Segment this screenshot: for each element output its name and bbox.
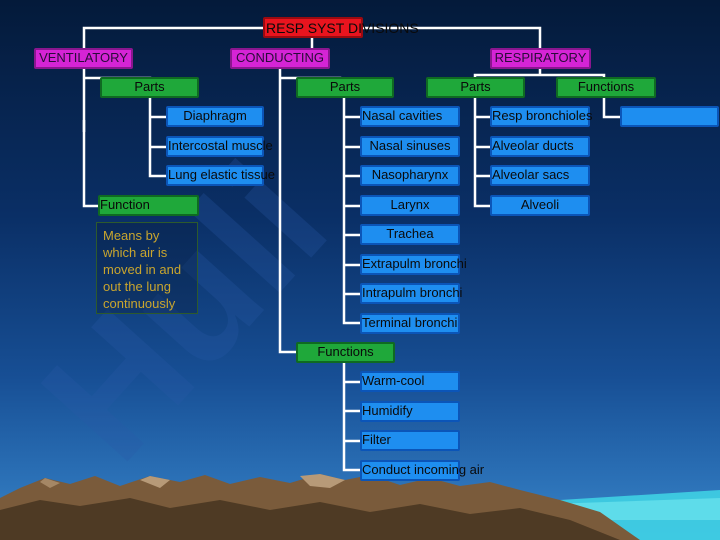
conducting-function-filter: Filter	[360, 430, 460, 451]
respiratory-part-alveoli: Alveoli	[490, 195, 590, 216]
page-title: RESP SYST DIVISIONS	[266, 20, 419, 36]
conducting-part-nasopharynx: Nasopharynx	[360, 165, 460, 186]
respiratory-header: RESPIRATORY	[490, 48, 591, 69]
title-box	[263, 17, 363, 38]
conducting-part-intrapulm-bronchi: Intrapulm bronchi	[360, 283, 462, 304]
conducting-part-terminal-bronchi: Terminal bronchi	[360, 313, 460, 334]
conducting-function-humidify: Humidify	[360, 401, 460, 422]
respiratory-part-alveolar-sacs: Alveolar sacs	[490, 165, 590, 186]
conducting-parts-label: Parts	[296, 77, 394, 98]
conducting-part-trachea: Trachea	[360, 224, 460, 245]
conducting-functions-label: Functions	[296, 342, 395, 363]
ventilatory-part-lung-elastic: Lung elastic tissue	[166, 165, 275, 186]
conducting-part-extrapulm-bronchi: Extrapulm bronchi	[360, 254, 467, 275]
conducting-header: CONDUCTING	[230, 48, 330, 69]
conducting-part-larynx: Larynx	[360, 195, 460, 216]
conducting-function-conduct-air: Conduct incoming air	[360, 460, 484, 481]
respiratory-functions-label: Functions	[556, 77, 656, 98]
conducting-part-nasal-cavities: Nasal cavities	[360, 106, 460, 127]
respiratory-parts-label: Parts	[426, 77, 525, 98]
respiratory-part-resp-bronchioles: Resp bronchioles	[490, 106, 592, 127]
ventilatory-function-label: Function	[98, 195, 199, 216]
ventilatory-header: VENTILATORY	[34, 48, 133, 69]
respiratory-part-alveolar-ducts: Alveolar ducts	[490, 136, 590, 157]
ventilatory-part-intercostal: Intercostal muscle	[166, 136, 273, 157]
ventilatory-parts-label: Parts	[100, 77, 199, 98]
ventilatory-function-text: Means by which air is moved in and out t…	[96, 222, 198, 314]
respiratory-function-blank	[620, 106, 719, 127]
ventilatory-part-diaphragm: Diaphragm	[166, 106, 264, 127]
conducting-function-warm-cool: Warm-cool	[360, 371, 460, 392]
conducting-part-nasal-sinuses: Nasal sinuses	[360, 136, 460, 157]
